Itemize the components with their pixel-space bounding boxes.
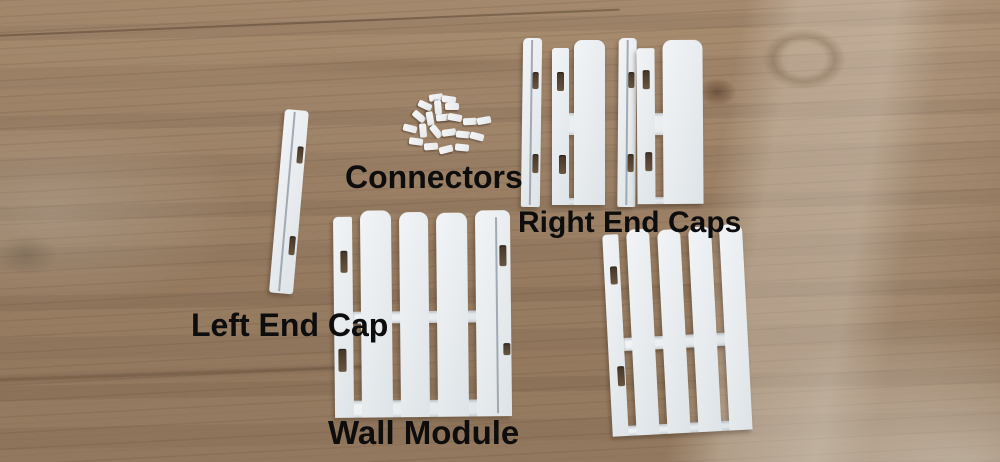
picket [662, 39, 704, 205]
connector-slot [627, 154, 634, 173]
connector-slot [338, 348, 347, 372]
right-end-cap-panel-1 [552, 40, 605, 205]
connector-tab [447, 112, 463, 122]
connector-tab [438, 143, 454, 155]
connector-tab [445, 102, 459, 110]
connector-tab [411, 108, 427, 124]
connector-slot [340, 250, 348, 273]
right-end-caps-label: Right End Caps [518, 206, 742, 239]
wood-knot [0, 226, 70, 284]
connector-slot [503, 343, 511, 356]
connector-tab [454, 142, 470, 152]
connector-slot [532, 72, 539, 90]
connector-slot [557, 72, 564, 91]
connector-slot [499, 245, 507, 267]
connector-tab [462, 117, 478, 125]
connector-tab [433, 99, 443, 115]
connectors-label: Connectors [345, 159, 523, 195]
connector-tab [418, 122, 428, 138]
picket [687, 226, 722, 433]
connector-slot [642, 70, 650, 90]
connector-tab [455, 129, 471, 139]
left-end-cap-label: Left End Cap [191, 307, 389, 343]
right-end-cap-strip-1 [520, 37, 543, 208]
connector-slot [628, 72, 635, 89]
picket [435, 212, 470, 417]
picket [657, 228, 691, 434]
picket [574, 40, 605, 205]
right-end-cap-panel-2 [636, 39, 704, 205]
connector-tab [402, 122, 418, 134]
connector-slot [645, 152, 653, 172]
wall-module-part-2 [602, 223, 753, 437]
connector-tab [469, 130, 485, 142]
connector-slot [617, 366, 626, 387]
wood-knot-swirl [748, 18, 860, 100]
picket-with-right-rail [474, 210, 513, 417]
connector-slot [559, 155, 566, 174]
connector-tab [423, 142, 439, 150]
connector-slot [532, 154, 539, 174]
picket [398, 211, 431, 418]
right-end-cap-strip-2 [617, 37, 637, 208]
wall-module-label: Wall Module [328, 414, 520, 451]
connector-tab [441, 127, 457, 137]
connector-tab [476, 115, 492, 125]
connector-tab [408, 136, 424, 146]
picket [625, 228, 660, 436]
connector-slot [609, 266, 618, 285]
